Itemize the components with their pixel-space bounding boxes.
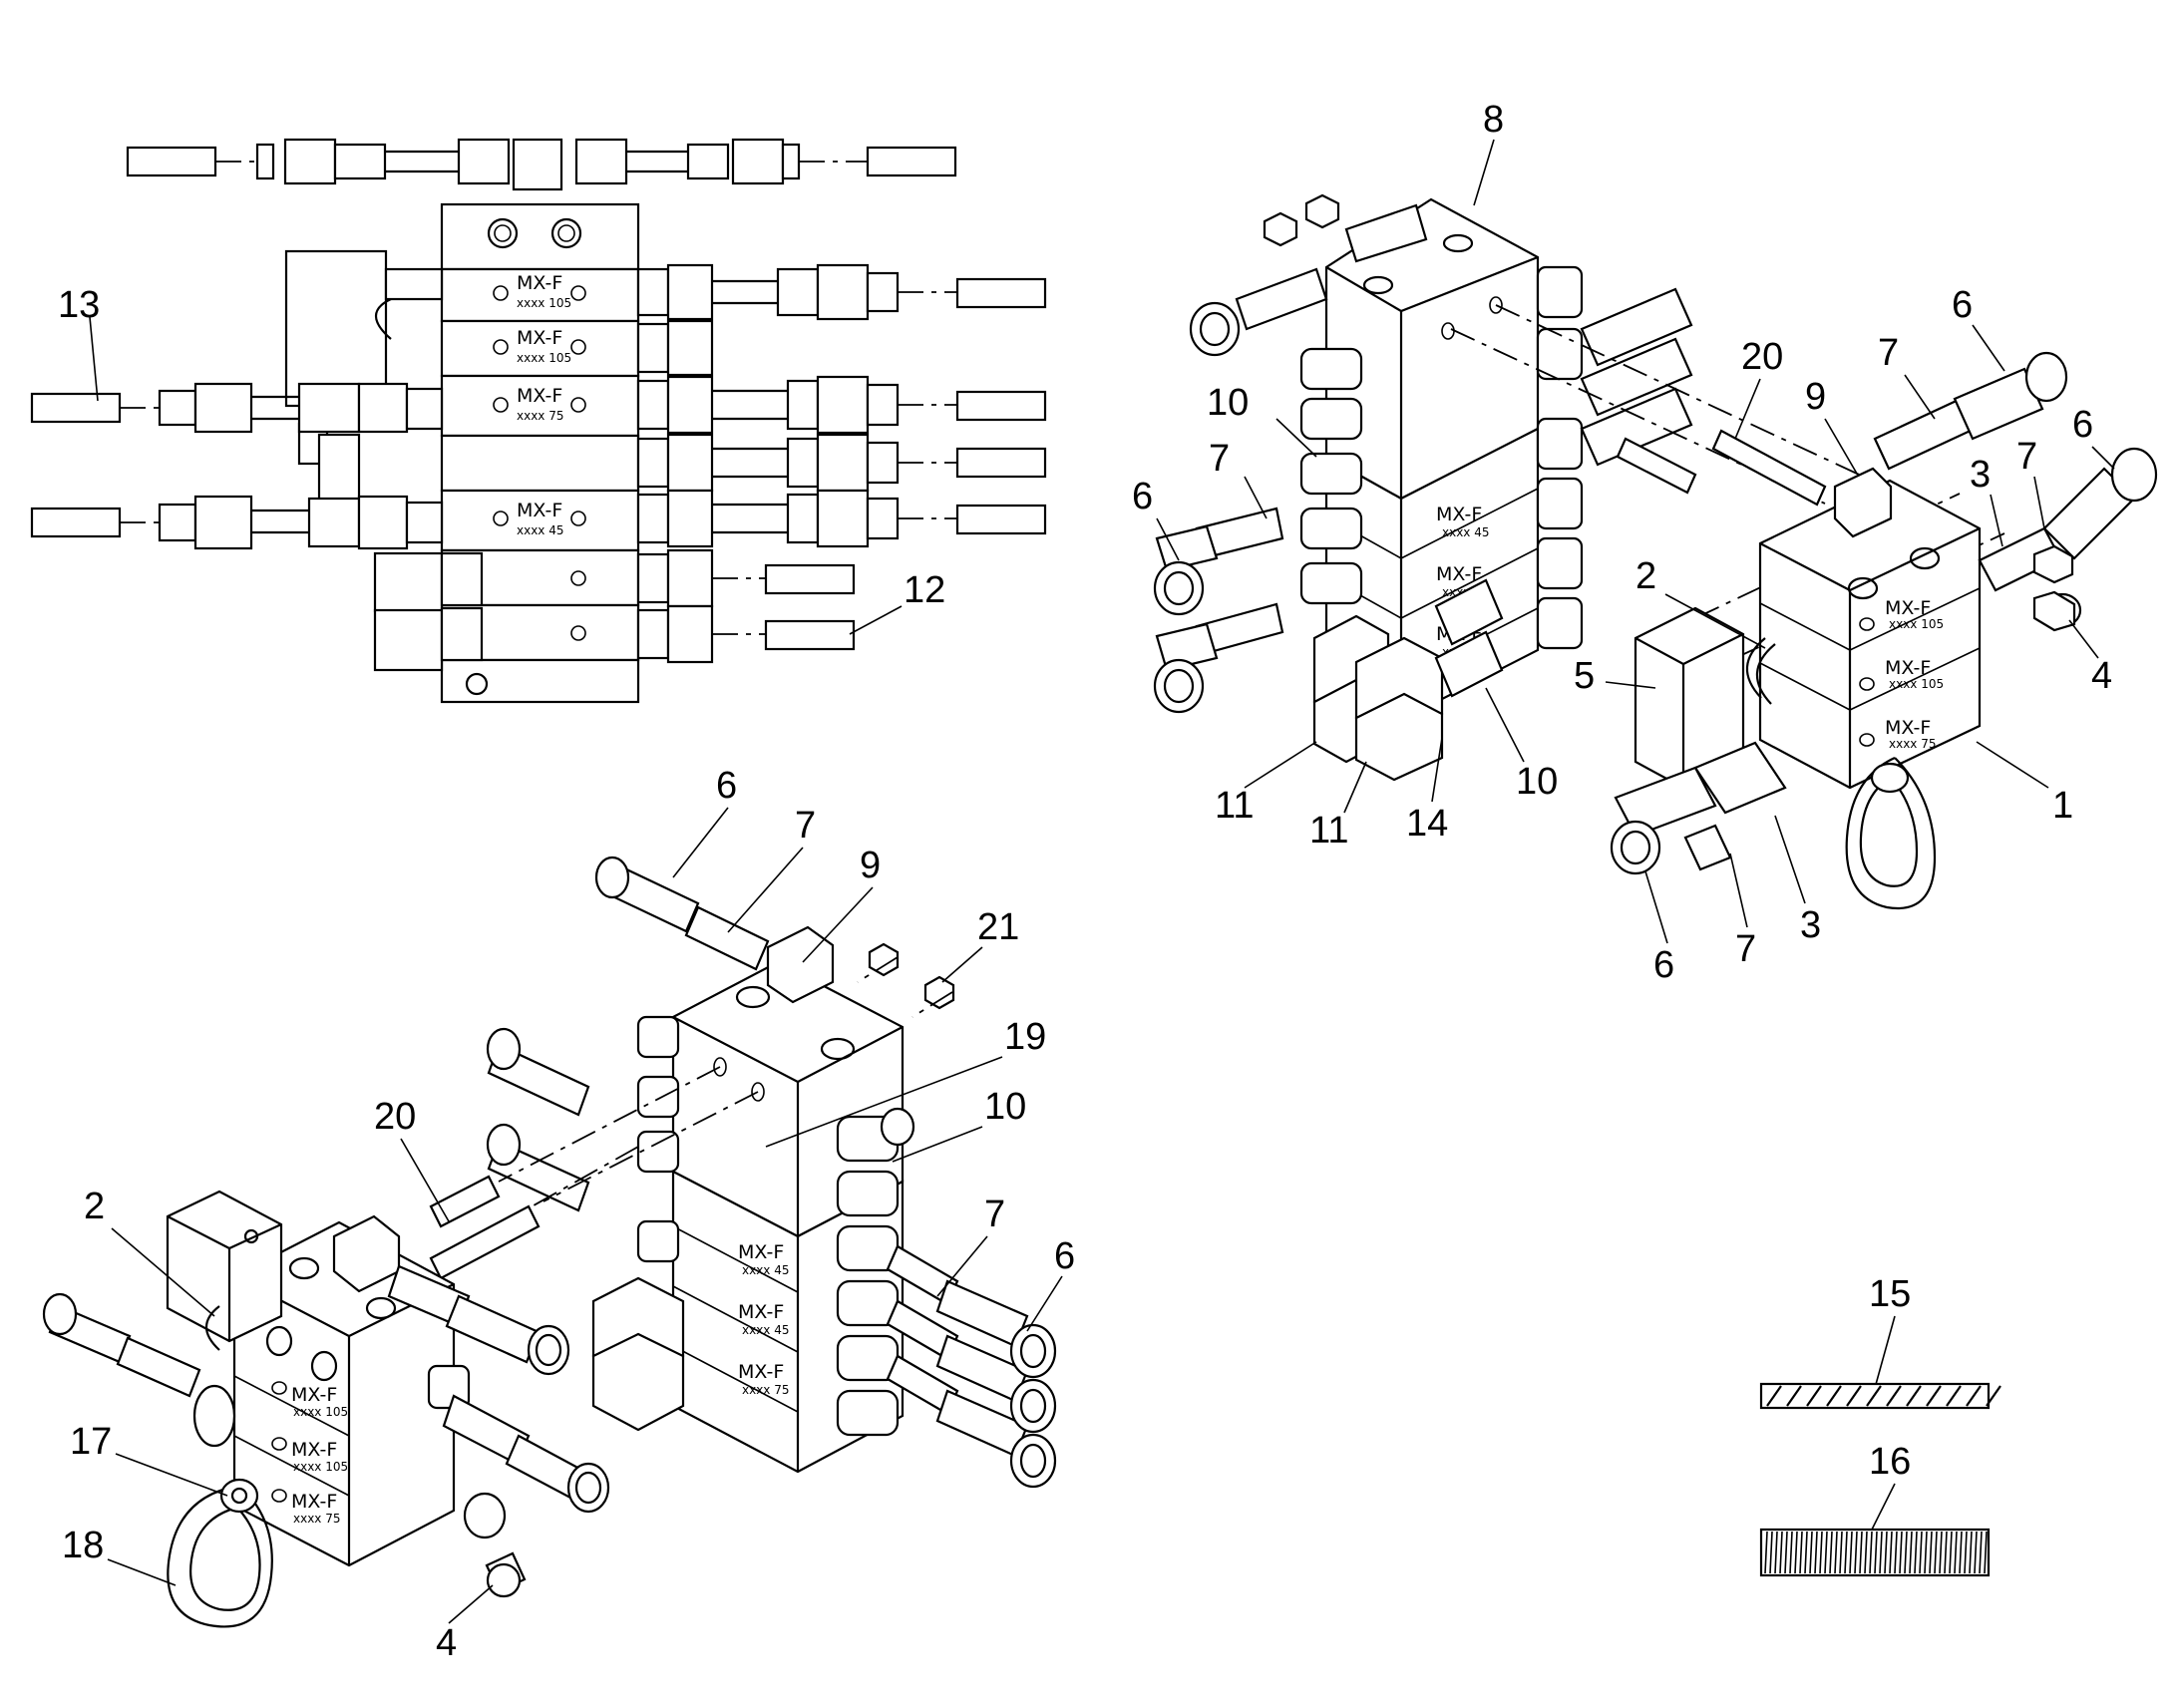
front-view-valve-stack: MX-F xxxx 105 MX-F xxxx 105 MX-F xxxx 75…: [30, 202, 1047, 704]
callout-10-b: 10: [1516, 761, 1558, 803]
callout-6-f: 6: [1054, 1235, 1075, 1277]
callout-6-c: 6: [2072, 404, 2093, 446]
callout-14: 14: [1406, 803, 1448, 845]
callout-7-d: 7: [1735, 928, 1756, 970]
plate-size-2: xxxx 105: [517, 351, 571, 365]
iso2-plate-size-1: xxxx 45: [742, 1263, 790, 1277]
iso1-left-fittings: [1153, 193, 1428, 714]
callout-6-b: 6: [1952, 284, 1973, 326]
callout-7-f: 7: [984, 1194, 1005, 1235]
callout-15: 15: [1869, 1273, 1911, 1315]
iso2-plate-size-2: xxxx 45: [742, 1323, 790, 1337]
plate-model-2: MX-F: [517, 327, 562, 349]
callout-10-a: 10: [1207, 382, 1249, 424]
callout-6-a: 6: [1132, 476, 1153, 517]
iso2-plate-model-1: MX-F: [738, 1241, 784, 1263]
callout-6-e: 6: [716, 765, 737, 807]
callout-11-b: 11: [1309, 810, 1348, 852]
callout-7-a: 7: [1209, 438, 1230, 480]
iso2b-plate-model-2: MX-F: [291, 1439, 337, 1461]
callout-6-d: 6: [1653, 944, 1674, 986]
callout-1: 1: [2052, 785, 2073, 827]
callout-7-e: 7: [795, 805, 816, 847]
callout-20-a: 20: [1741, 336, 1783, 378]
callout-13: 13: [58, 284, 100, 326]
callout-3-b: 3: [1800, 904, 1821, 946]
spring-15-coils: [1766, 1385, 2001, 1407]
spring-16-coils: [1764, 1531, 1988, 1574]
callout-5: 5: [1574, 655, 1595, 697]
iso1-plate-model-1: MX-F: [1436, 504, 1482, 525]
iso1b-plate-model-1: MX-F: [1885, 597, 1931, 619]
callout-21: 21: [977, 906, 1019, 948]
iso1b-plate-model-2: MX-F: [1885, 657, 1931, 679]
callout-12: 12: [904, 569, 945, 611]
callout-11-a: 11: [1215, 785, 1254, 827]
callout-7-b: 7: [1878, 332, 1899, 374]
callout-4-b: 4: [436, 1622, 457, 1664]
front-view-schematic: MX-F xxxx 105 MX-F xxxx 105 MX-F xxxx 75…: [30, 138, 1047, 704]
callout-20-b: 20: [374, 1096, 416, 1138]
plate-size-1: xxxx 105: [517, 296, 571, 310]
iso2-plate-size-3: xxxx 75: [742, 1383, 790, 1397]
iso1-callouts: 8 10 7 6 20 9 7 6 6 3 7 2 5 4 1 6 7 3: [1132, 99, 2115, 986]
iso2b-plate-size-3: xxxx 75: [293, 1512, 341, 1526]
iso2-left-fittings: [486, 1015, 680, 1263]
iso1b-plate-size-1: xxxx 105: [1889, 617, 1944, 631]
iso1b-plate-size-3: xxxx 75: [1889, 737, 1937, 751]
iso1-right-fittings: [1434, 265, 1693, 698]
callout-8: 8: [1483, 99, 1504, 141]
iso1-plate-size-1: xxxx 45: [1442, 525, 1490, 539]
iso2-right-fittings: [836, 1107, 1057, 1489]
iso2b-plate-model-1: MX-F: [291, 1384, 337, 1406]
callout-17: 17: [70, 1421, 112, 1463]
spring-parts: 15 16: [1759, 1273, 2001, 1577]
iso1b-plate-model-3: MX-F: [1885, 717, 1931, 739]
front-right-outlets: [636, 263, 1047, 664]
plate-model-4: MX-F: [517, 500, 562, 521]
iso2b-plate-size-2: xxxx 105: [293, 1460, 348, 1474]
callout-7-c: 7: [2016, 436, 2037, 478]
iso-assembly-bottom-left: MX-F xxxx 45 MX-F xxxx 45 MX-F xxxx 75: [42, 855, 1057, 1628]
callout-9-a: 9: [1805, 376, 1826, 418]
plate-size-4: xxxx 45: [517, 523, 564, 537]
iso2-callouts: 6 7 9 21 19 10 7 6 20 2 17 18 4: [62, 765, 1075, 1664]
iso1-plate-model-2: MX-F: [1436, 563, 1482, 585]
callout-16: 16: [1869, 1441, 1911, 1483]
callout-9-b: 9: [860, 845, 881, 886]
callout-19: 19: [1004, 1016, 1046, 1058]
callout-2-b: 2: [84, 1186, 105, 1227]
plate-model-3: MX-F: [517, 385, 562, 407]
top-tee-line: [126, 138, 957, 191]
plate-size-3: xxxx 75: [517, 409, 564, 423]
callout-2-a: 2: [1635, 555, 1656, 597]
callout-10-c: 10: [984, 1086, 1026, 1128]
callout-4-a: 4: [2091, 655, 2112, 697]
callout-3-a: 3: [1970, 454, 1991, 496]
callout-18: 18: [62, 1525, 104, 1566]
iso2-plate-model-3: MX-F: [738, 1361, 784, 1383]
iso2-plate-model-2: MX-F: [738, 1301, 784, 1323]
iso1b-plate-size-2: xxxx 105: [1889, 677, 1944, 691]
iso2b-plate-size-1: xxxx 105: [293, 1405, 348, 1419]
plate-model-1: MX-F: [517, 272, 562, 294]
iso2b-plate-model-3: MX-F: [291, 1491, 337, 1513]
iso-assembly-top-right: MX-F xxxx 45 MX-F xxxx 45 MX-F xxxx 45: [1153, 193, 2158, 910]
